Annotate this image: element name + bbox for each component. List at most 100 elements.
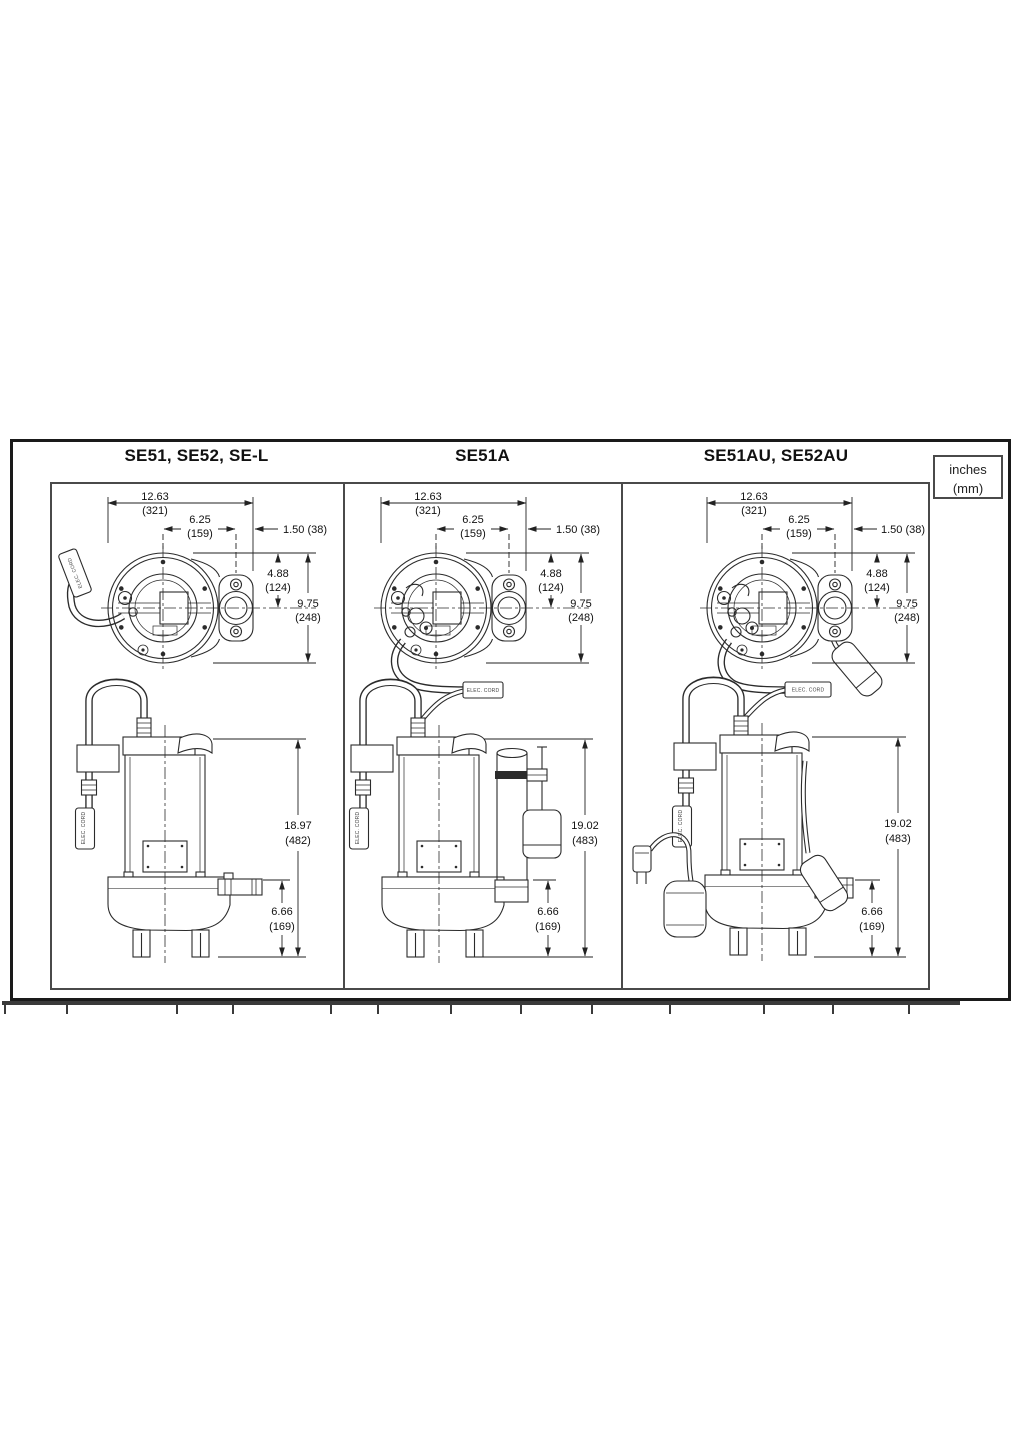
dim-offset: 1.50 (38) xyxy=(881,524,925,536)
cord-tag: ELEC. CORD xyxy=(58,548,92,598)
side-view-dimension-labels: 19.02 (483) 6.66 (169) xyxy=(859,818,912,933)
dim-discharge-height-mm: (169) xyxy=(535,921,561,933)
discharge-flange xyxy=(494,879,529,903)
dim-overall-width-in: 12.63 xyxy=(141,491,169,503)
dim-center-height-mm: (124) xyxy=(538,582,564,594)
float xyxy=(663,880,707,938)
dim-bolt-span-in: 6.25 xyxy=(462,514,483,526)
cord-tag: ELEC. CORD xyxy=(784,681,832,698)
cord-tag-label: ELEC. CORD xyxy=(467,688,500,694)
tethered-float-top xyxy=(831,641,883,697)
top-view: 12.63 (321) 6.25 (159) 1.50 (38) 4.88 (1… xyxy=(373,491,600,694)
hanging-cord-tag-label: ELEC. CORD xyxy=(81,812,87,845)
panel-title-se51au-se52au: SE51AU, SE52AU xyxy=(703,446,849,465)
cord-grip-swirl xyxy=(404,583,433,638)
hanging-cord-tag-label: ELEC. CORD xyxy=(678,810,684,843)
panel-divider-1 xyxy=(343,482,345,990)
dim-overall-depth-mm: (248) xyxy=(568,612,594,624)
dim-overall-width-mm: (321) xyxy=(741,505,767,517)
table-column-tick xyxy=(591,1005,593,1014)
dim-overall-depth-in: 9.75 xyxy=(570,598,591,610)
float-rod-assembly xyxy=(495,746,562,880)
top-view-dimension-labels: 12.63 (321) 6.25 (159) 1.50 (38) 4.88 (1… xyxy=(740,491,925,624)
panel-divider-2 xyxy=(621,482,623,990)
dim-bolt-span-in: 6.25 xyxy=(189,514,210,526)
dim-bolt-span-mm: (159) xyxy=(786,528,812,540)
top-view: 12.63 (321) 6.25 (159) 1.50 (38) 4.88 (1… xyxy=(699,491,925,697)
piggyback-plug-and-float xyxy=(632,832,707,938)
dim-offset: 1.50 (38) xyxy=(283,524,327,536)
drawing-panel-se51au-se52au: 12.63 (321) 6.25 (159) 1.50 (38) 4.88 (1… xyxy=(632,491,925,962)
side-view-dimension-lines xyxy=(213,738,306,958)
top-view-dimension-lines xyxy=(380,497,589,664)
dim-overall-height-mm: (483) xyxy=(572,835,598,847)
drawing-panel-se51-se52-sel: ELEC. CORD 12.63 (321) xyxy=(58,491,327,964)
cord-tag: ELEC. CORD xyxy=(462,681,504,699)
dim-discharge-height-in: 6.66 xyxy=(271,906,292,918)
dim-discharge-height-mm: (169) xyxy=(859,921,885,933)
top-view-dimension-labels: 12.63 (321) 6.25 (159) 1.50 (38) 4.88 (1… xyxy=(414,491,600,624)
table-column-tick xyxy=(377,1005,379,1014)
dim-overall-height-mm: (482) xyxy=(285,835,311,847)
dim-offset: 1.50 (38) xyxy=(556,524,600,536)
dim-overall-width-in: 12.63 xyxy=(740,491,768,503)
table-column-tick xyxy=(832,1005,834,1014)
dim-discharge-height-in: 6.66 xyxy=(537,906,558,918)
dim-overall-height-mm: (483) xyxy=(885,833,911,845)
cord-tag-label: ELEC. CORD xyxy=(792,688,825,694)
table-column-tick xyxy=(4,1005,6,1014)
table-column-tick xyxy=(520,1005,522,1014)
table-column-tick xyxy=(450,1005,452,1014)
dim-bolt-span-mm: (159) xyxy=(187,528,213,540)
dim-center-height-mm: (124) xyxy=(265,582,291,594)
side-view-dimension-lines xyxy=(812,736,906,958)
dim-discharge-height-mm: (169) xyxy=(269,921,295,933)
table-column-tick xyxy=(66,1005,68,1014)
dim-overall-depth-mm: (248) xyxy=(894,612,920,624)
side-view-dimension-labels: 18.97 (482) 6.66 (169) xyxy=(269,820,312,933)
table-column-tick xyxy=(669,1005,671,1014)
top-view-dimension-labels: 12.63 (321) 6.25 (159) 1.50 (38) 4.88 (1… xyxy=(141,491,327,624)
dim-bolt-span-mm: (159) xyxy=(460,528,486,540)
side-view: ELEC. CORD 18.97 (482) 6.66 (169) xyxy=(76,682,312,964)
units-mm-label: (mm) xyxy=(952,481,984,496)
dim-overall-width-in: 12.63 xyxy=(414,491,442,503)
dim-overall-depth-in: 9.75 xyxy=(297,598,318,610)
float xyxy=(522,809,562,859)
table-top-rule xyxy=(2,1001,960,1005)
side-view-dimension-labels: 19.02 (483) 6.66 (169) xyxy=(535,820,599,933)
units-legend: inches (mm) xyxy=(933,455,1003,499)
tethered-float-side xyxy=(799,760,849,912)
table-column-tick xyxy=(908,1005,910,1014)
side-view: ELEC. CORD ELEC. CORD 19.02 (483) 6.66 (… xyxy=(350,681,599,964)
cord-grip-swirl xyxy=(730,583,759,638)
dim-overall-width-mm: (321) xyxy=(142,505,168,517)
panel-title-se51a: SE51A xyxy=(455,446,510,465)
table-column-tick xyxy=(763,1005,765,1014)
top-view: ELEC. CORD 12.63 (321) xyxy=(58,491,327,671)
dim-center-height-in: 4.88 xyxy=(866,568,887,580)
side-view: ELEC. CORD ELEC. CORD 19.02 (483) 6.66 (… xyxy=(632,680,912,962)
units-inches-label: inches xyxy=(949,462,987,477)
panels-border xyxy=(50,482,930,990)
dim-bolt-span-in: 6.25 xyxy=(788,514,809,526)
dim-center-height-mm: (124) xyxy=(864,582,890,594)
top-view-dimension-lines xyxy=(706,497,915,664)
panel-title-se51-se52-sel: SE51, SE52, SE-L xyxy=(124,446,269,465)
dim-overall-height-in: 18.97 xyxy=(284,820,312,832)
dim-overall-height-in: 19.02 xyxy=(884,818,912,830)
dim-center-height-in: 4.88 xyxy=(267,568,288,580)
dim-overall-depth-mm: (248) xyxy=(295,612,321,624)
table-column-tick xyxy=(330,1005,332,1014)
table-column-tick xyxy=(232,1005,234,1014)
table-column-tick xyxy=(176,1005,178,1014)
dim-overall-height-in: 19.02 xyxy=(571,820,599,832)
discharge-flange xyxy=(217,872,263,896)
top-view-dimension-lines xyxy=(107,497,316,664)
drawing-panel-se51a: 12.63 (321) 6.25 (159) 1.50 (38) 4.88 (1… xyxy=(343,491,600,964)
hanging-cord-tag-label: ELEC. CORD xyxy=(355,812,361,845)
side-view-dimension-lines xyxy=(483,738,593,958)
dim-discharge-height-in: 6.66 xyxy=(861,906,882,918)
plug xyxy=(632,845,652,873)
